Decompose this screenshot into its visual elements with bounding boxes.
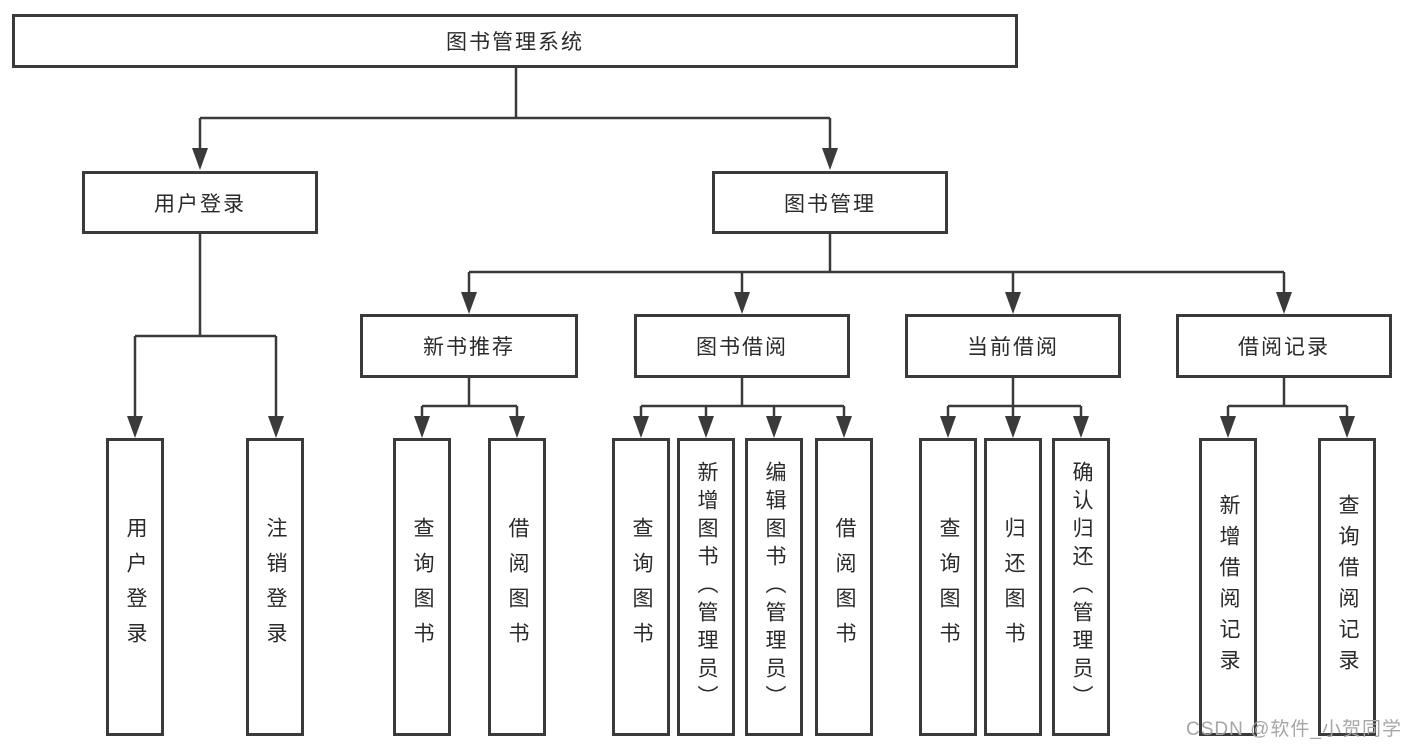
node-new-book-recommend: 新书推荐 xyxy=(360,314,578,378)
leaf-add-borrow-record: 新增借阅记录 xyxy=(1199,438,1257,736)
node-user-login: 用户登录 xyxy=(82,171,318,234)
node-book-management: 图书管理 xyxy=(712,171,948,234)
leaf-add-book-admin: 新增图书（管理员） xyxy=(677,438,735,736)
node-borrowing-records: 借阅记录 xyxy=(1176,314,1392,378)
leaf-query-books-current: 查询图书 xyxy=(919,438,977,736)
leaf-borrow-books-borrowing: 借阅图书 xyxy=(815,438,873,736)
node-book-borrowing: 图书借阅 xyxy=(634,314,850,378)
leaf-edit-book-admin: 编辑图书（管理员） xyxy=(745,438,803,736)
node-library-system: 图书管理系统 xyxy=(12,14,1018,68)
leaf-query-books-recommend: 查询图书 xyxy=(393,438,451,736)
csdn-watermark: CSDN @软件_小贺同学 xyxy=(1186,719,1402,740)
leaf-borrow-books-recommend: 借阅图书 xyxy=(488,438,546,736)
leaf-query-books-borrowing: 查询图书 xyxy=(612,438,670,736)
leaf-confirm-return-admin: 确认归还（管理员） xyxy=(1052,438,1110,736)
leaf-return-book: 归还图书 xyxy=(984,438,1042,736)
leaf-user-login: 用户登录 xyxy=(106,438,164,736)
leaf-query-borrow-record: 查询借阅记录 xyxy=(1318,438,1376,736)
leaf-logout: 注销登录 xyxy=(246,438,304,736)
arrowheads xyxy=(127,148,1355,438)
node-current-borrowing: 当前借阅 xyxy=(905,314,1121,378)
